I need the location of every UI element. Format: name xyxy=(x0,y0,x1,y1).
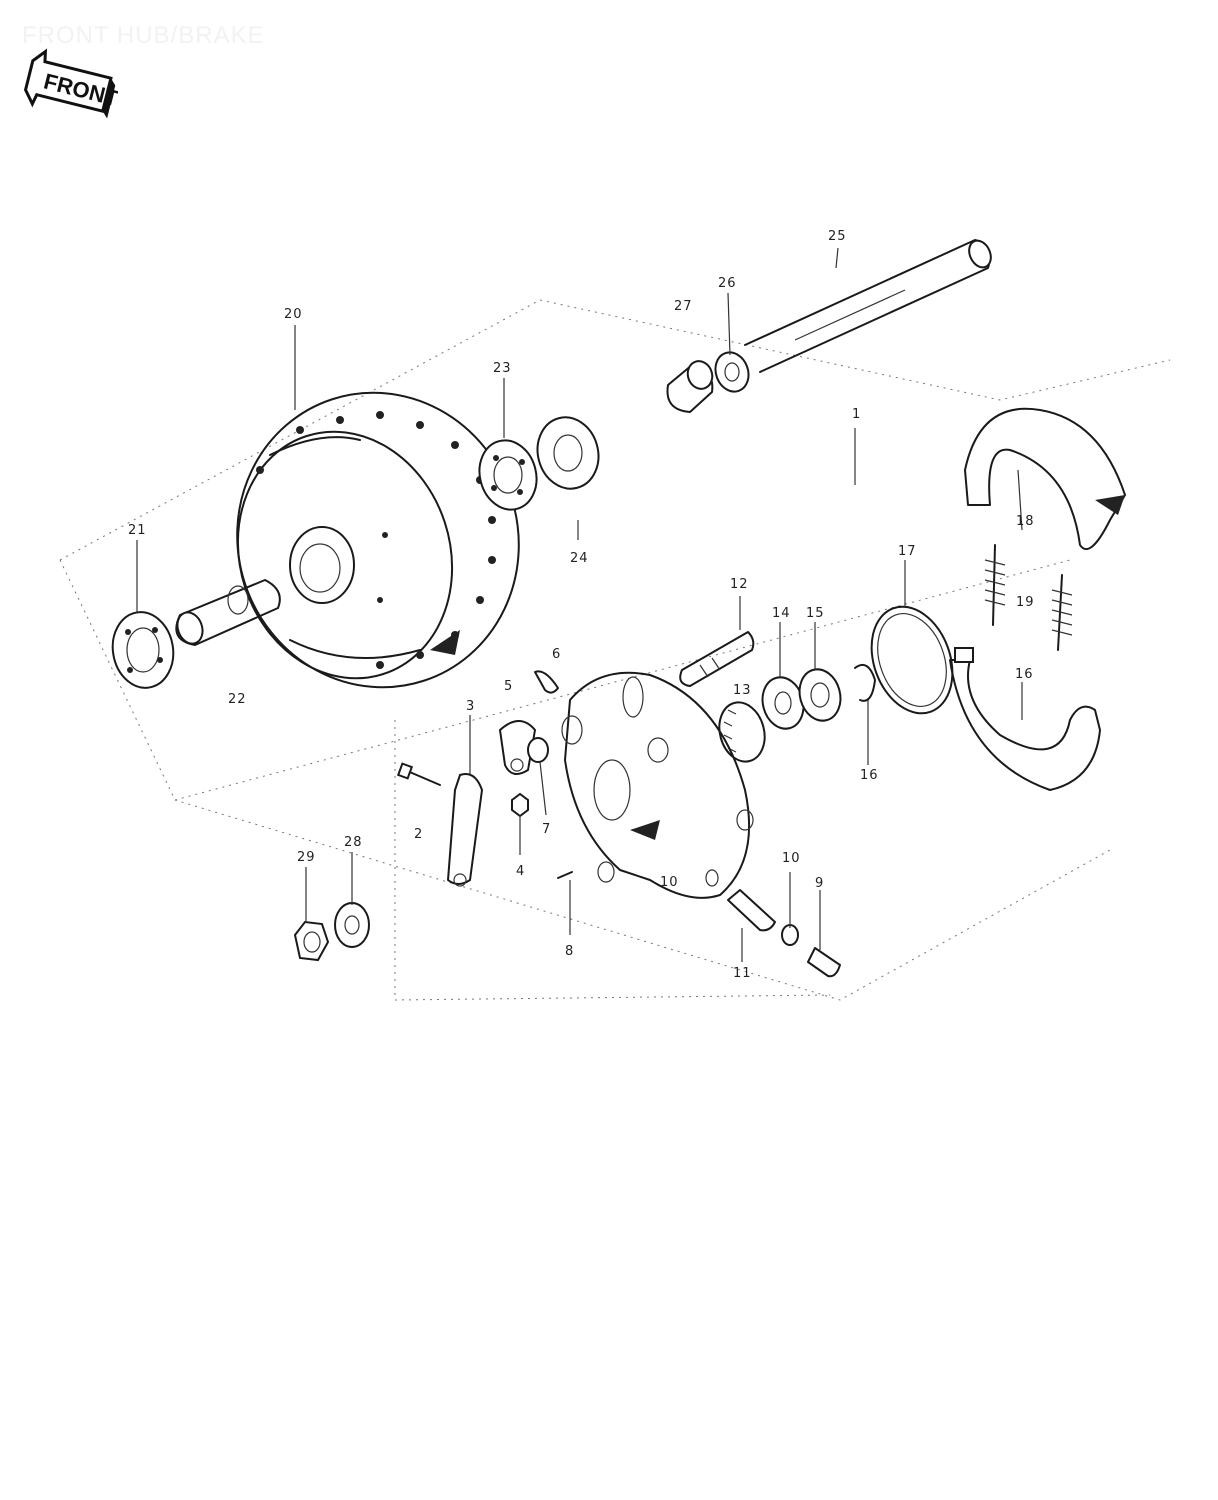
part-label-9: 9 xyxy=(815,876,824,891)
axle-collar xyxy=(666,360,714,413)
oil-seal xyxy=(536,416,600,490)
cam-lever-3 xyxy=(447,773,483,887)
part-label-10a: 10 xyxy=(660,875,679,890)
part-label-29: 29 xyxy=(297,850,316,865)
part-label-2: 2 xyxy=(414,827,423,842)
speedometer-pinion xyxy=(679,631,755,687)
nut-4 xyxy=(511,792,529,818)
part-label-21: 21 xyxy=(128,523,147,538)
part-label-11: 11 xyxy=(733,966,752,981)
brake-shoe-spring-a xyxy=(984,544,1006,626)
part-label-25: 25 xyxy=(828,229,847,244)
washer-15 xyxy=(798,668,842,722)
part-label-8: 8 xyxy=(565,944,574,959)
speedometer-housing xyxy=(727,889,776,932)
bolt-2 xyxy=(396,762,441,786)
part-label-17: 17 xyxy=(898,544,917,559)
part-label-4: 4 xyxy=(516,864,525,879)
part-label-22: 22 xyxy=(228,692,247,707)
hub-drum xyxy=(236,391,520,689)
part-label-5: 5 xyxy=(504,679,513,694)
axle-washer xyxy=(714,351,750,393)
part-label-7: 7 xyxy=(542,822,551,837)
washer-14 xyxy=(761,676,805,730)
part-label-28: 28 xyxy=(344,835,363,850)
brake-panel xyxy=(561,671,754,899)
bearing-right xyxy=(478,439,538,511)
part-label-14: 14 xyxy=(772,606,791,621)
part-label-1: 1 xyxy=(852,407,861,422)
perspective-guide-lines xyxy=(59,299,1171,1001)
bearing-left xyxy=(111,611,175,689)
brake-shoe-lower xyxy=(949,647,1101,791)
pin-8 xyxy=(557,871,573,879)
part-label-6: 6 xyxy=(552,647,561,662)
front-direction-badge: FRONT xyxy=(23,48,118,119)
bushing-9 xyxy=(807,947,841,978)
part-label-3: 3 xyxy=(466,699,475,714)
axle-nut-29 xyxy=(293,920,330,962)
part-label-18: 18 xyxy=(1016,514,1035,529)
washer-28 xyxy=(334,902,370,948)
wear-indicator xyxy=(499,720,536,775)
part-label-24: 24 xyxy=(570,551,589,566)
axle-shaft xyxy=(744,239,992,373)
seal-6 xyxy=(534,670,559,694)
part-number-labels: 1 2 3 4 5 6 7 8 9 10 10 11 12 13 14 15 1… xyxy=(128,229,1035,981)
part-label-23: 23 xyxy=(493,361,512,376)
leader-lines xyxy=(136,247,1023,962)
page-title: FRONT HUB/BRAKE xyxy=(22,22,265,49)
part-label-20: 20 xyxy=(284,307,303,322)
speedometer-gear xyxy=(718,701,766,763)
part-label-26: 26 xyxy=(718,276,737,291)
part-label-12: 12 xyxy=(730,577,749,592)
part-label-16a: 16 xyxy=(1015,667,1034,682)
part-label-16b: 16 xyxy=(860,768,879,783)
part-label-27: 27 xyxy=(674,299,693,314)
part-label-13: 13 xyxy=(733,683,752,698)
hub-spacer xyxy=(175,579,281,646)
part-label-10b: 10 xyxy=(782,851,801,866)
seal-7 xyxy=(527,737,549,763)
part-label-19: 19 xyxy=(1016,595,1035,610)
brake-shoe-spring-b xyxy=(1051,574,1073,651)
part-label-15: 15 xyxy=(806,606,825,621)
circlip xyxy=(854,664,876,702)
brake-shoe-upper xyxy=(964,407,1126,551)
seal-ring xyxy=(870,605,954,715)
